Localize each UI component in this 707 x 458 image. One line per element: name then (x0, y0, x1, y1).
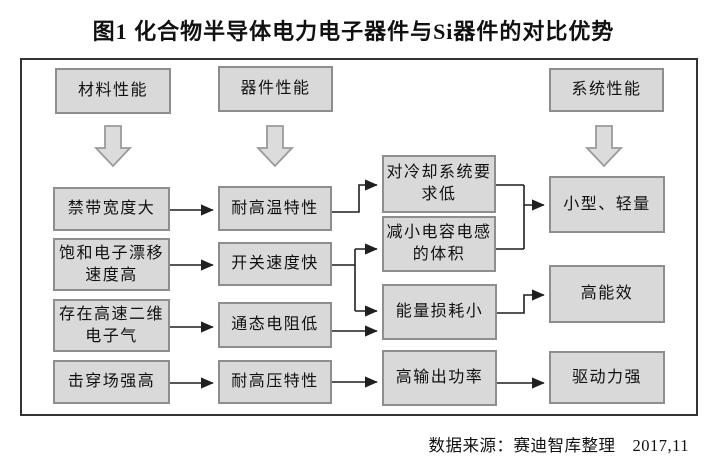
data-source-caption: 数据来源：赛迪智库整理 2017,11 (428, 436, 689, 455)
header-material-performance: 材料性能 (55, 68, 171, 114)
node-smaller-cap-ind-volume: 减小电容电感的体积 (382, 216, 496, 272)
node-high-efficiency: 高能效 (549, 265, 665, 323)
node-high-voltage: 耐高压特性 (218, 360, 332, 404)
node-high-output-power: 高输出功率 (382, 350, 497, 406)
header-system-performance: 系统性能 (549, 68, 664, 112)
node-saturation-drift-velocity: 饱和电子漂移速度高 (53, 238, 170, 291)
node-breakdown-field: 击穿场强高 (53, 360, 170, 404)
diagram-frame: 材料性能 器件性能 系统性能 禁带宽度大 饱和电子漂移速度高 存在高速二维电子气… (20, 58, 698, 416)
node-low-on-resistance: 通态电阻低 (218, 302, 332, 348)
down-arrow-icon (93, 125, 133, 168)
figure-title: 图1 化合物半导体电力电子器件与Si器件的对比优势 (92, 19, 615, 44)
node-fast-switching: 开关速度快 (218, 242, 332, 286)
node-2d-electron-gas: 存在高速二维电子气 (53, 299, 170, 352)
node-low-cooling-requirement: 对冷却系统要求低 (382, 155, 496, 213)
node-compact-lightweight: 小型、轻量 (549, 176, 665, 233)
down-arrow-icon (584, 125, 624, 168)
node-high-temperature: 耐高温特性 (218, 186, 332, 231)
node-low-energy-loss: 能量损耗小 (382, 284, 497, 340)
node-wide-bandgap: 禁带宽度大 (53, 187, 170, 231)
node-strong-drive: 驱动力强 (549, 351, 665, 404)
header-device-performance: 器件性能 (218, 66, 333, 112)
down-arrow-icon (255, 125, 295, 168)
